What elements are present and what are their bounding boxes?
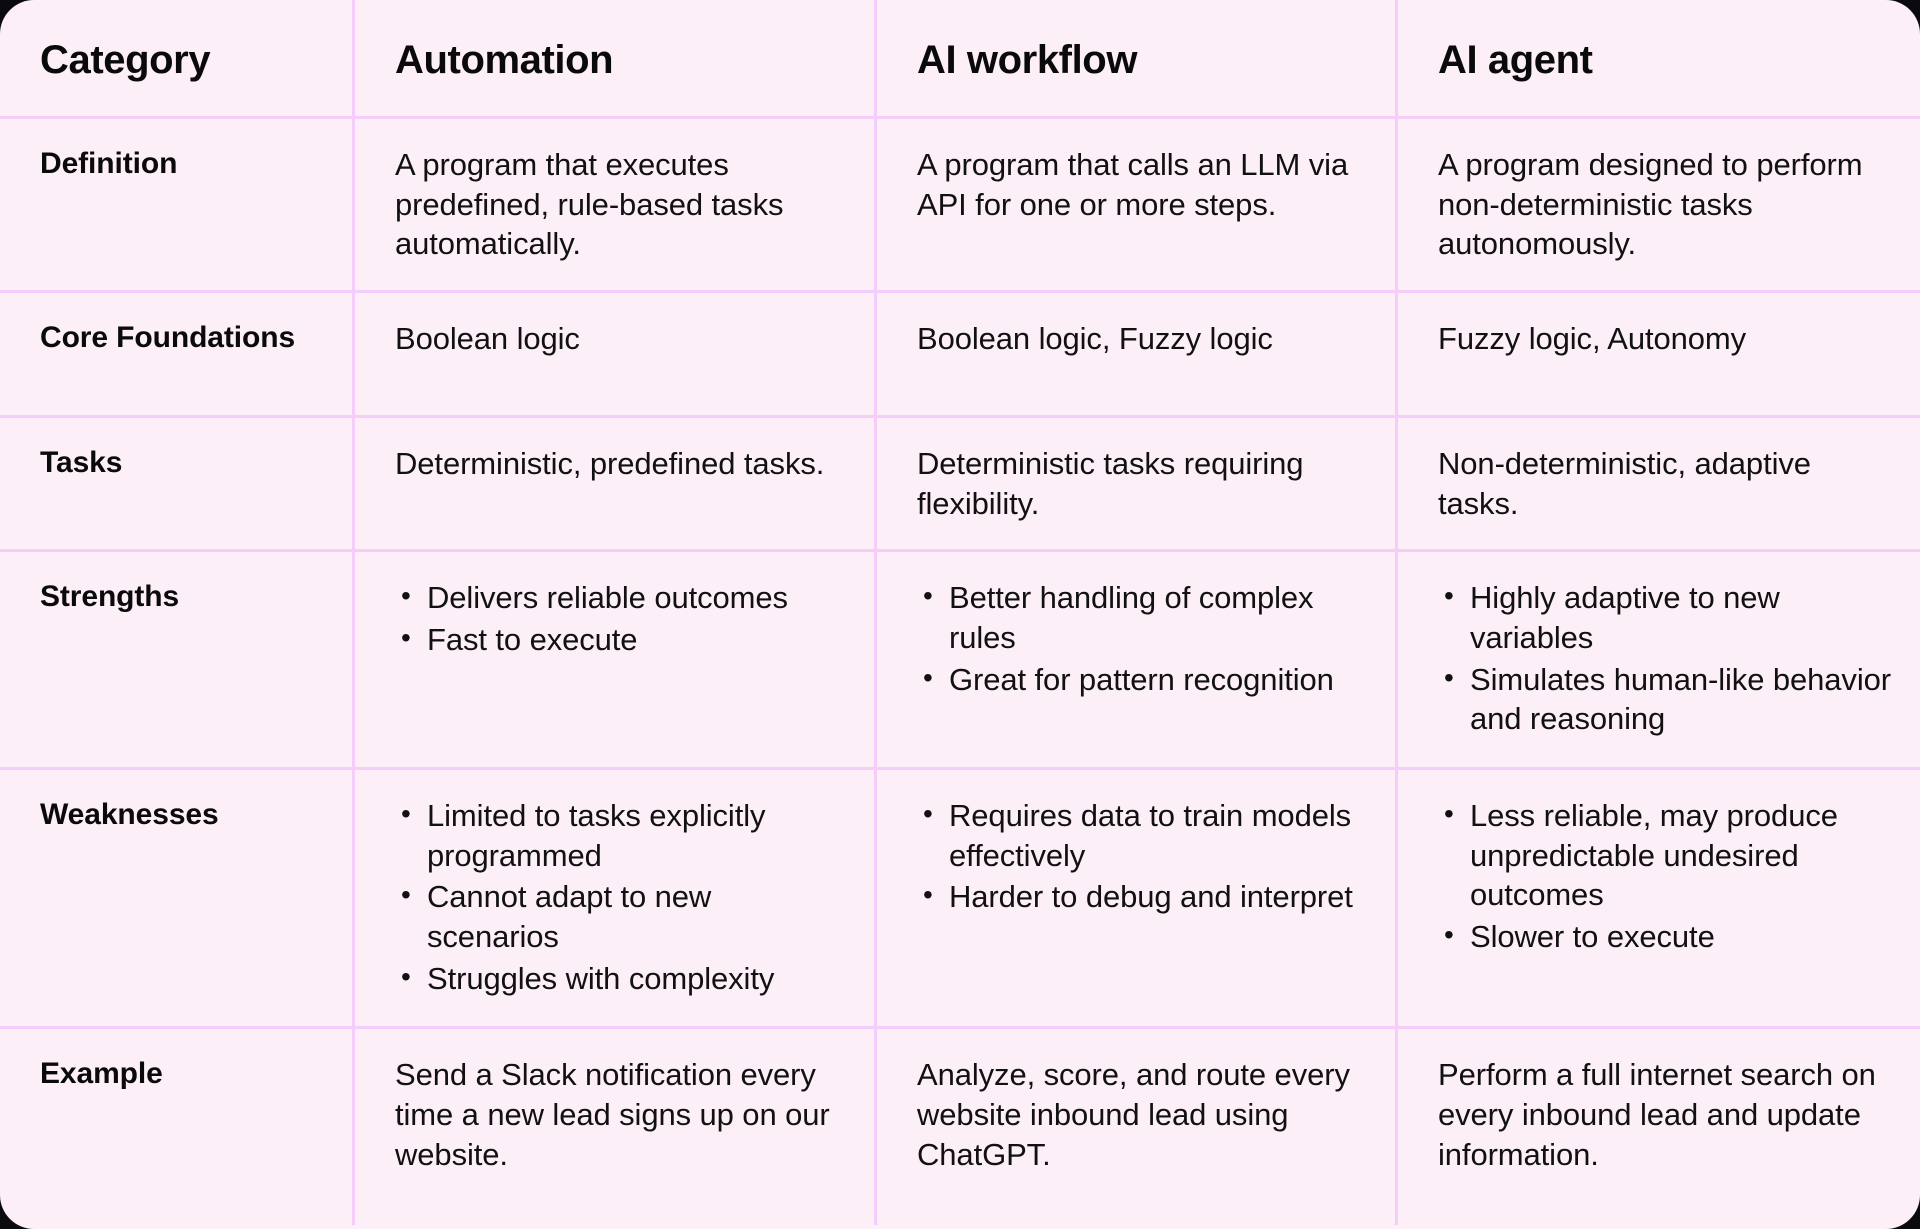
table-cell: Less reliable, may produce unpredictable…: [1398, 770, 1920, 1026]
row-label-cell: Tasks: [0, 418, 355, 550]
table-row: Definition A program that executes prede…: [0, 119, 1920, 294]
header-label: Category: [40, 38, 211, 82]
row-label-cell: Strengths: [0, 552, 355, 768]
cell-text: Boolean logic, Fuzzy logic: [917, 321, 1273, 357]
table-cell: Deterministic, predefined tasks.: [355, 418, 877, 550]
row-label-cell: Core Foundations: [0, 293, 355, 416]
table-cell: Highly adaptive to new variables Simulat…: [1398, 552, 1920, 767]
cell-text: Analyze, score, and route every website …: [917, 1057, 1350, 1172]
cell-text: A program that executes predefined, rule…: [395, 147, 784, 262]
bullet-list: Better handling of complex rulesGreat fo…: [917, 578, 1369, 701]
table-cell: Analyze, score, and route every website …: [877, 1029, 1398, 1226]
table-cell: Perform a full internet search on every …: [1398, 1029, 1920, 1225]
row-label: Weaknesses: [40, 798, 219, 832]
list-item: Highly adaptive to new variables: [1438, 578, 1894, 657]
row-label-cell: Weaknesses: [0, 770, 355, 1027]
cell-text: Perform a full internet search on every …: [1438, 1057, 1876, 1172]
list-item: Struggles with complexity: [395, 959, 848, 999]
list-item: Delivers reliable outcomes: [395, 578, 848, 618]
table-cell: Requires data to train models effectivel…: [877, 770, 1398, 1027]
table-row: Weaknesses Limited to tasks explicitly p…: [0, 770, 1920, 1030]
table-row: Tasks Deterministic, predefined tasks. D…: [0, 418, 1920, 553]
list-item: Slower to execute: [1438, 917, 1894, 957]
column-header-ai-agent: AI agent: [1398, 0, 1920, 116]
list-item: Great for pattern recognition: [917, 660, 1369, 700]
table-header-row: Category Automation AI workflow AI agent: [0, 0, 1920, 119]
table-cell: Limited to tasks explicitly programmedCa…: [355, 770, 877, 1027]
row-label: Example: [40, 1057, 163, 1091]
cell-text: A program that calls an LLM via API for …: [917, 147, 1349, 222]
table-cell: A program that calls an LLM via API for …: [877, 119, 1398, 291]
table-cell: Better handling of complex rulesGreat fo…: [877, 552, 1398, 768]
table-row: Core Foundations Boolean logic Boolean l…: [0, 293, 1920, 419]
cell-text: Boolean logic: [395, 321, 580, 357]
row-label: Definition: [40, 147, 178, 180]
header-label: AI agent: [1438, 38, 1593, 82]
bullet-list: Limited to tasks explicitly programmedCa…: [395, 796, 848, 1000]
bullet-list: Delivers reliable outcomesFast to execut…: [395, 578, 848, 661]
list-item: Fast to execute: [395, 620, 848, 660]
cell-text: Non-deterministic, adaptive tasks.: [1438, 446, 1811, 521]
list-item: Harder to debug and interpret: [917, 877, 1369, 917]
table-cell: A program that executes predefined, rule…: [355, 119, 877, 291]
table-cell: Boolean logic: [355, 293, 877, 416]
table-cell: Send a Slack notification every time a n…: [355, 1029, 877, 1226]
header-label: AI workflow: [917, 38, 1138, 82]
table-cell: Fuzzy logic, Autonomy: [1398, 293, 1920, 415]
column-header-automation: Automation: [355, 0, 877, 116]
table-cell: Deterministic tasks requiring flexibilit…: [877, 418, 1398, 550]
cell-text: Send a Slack notification every time a n…: [395, 1057, 830, 1172]
table-cell: Delivers reliable outcomesFast to execut…: [355, 552, 877, 768]
cell-text: Fuzzy logic, Autonomy: [1438, 321, 1747, 357]
list-item: Cannot adapt to new scenarios: [395, 877, 848, 956]
list-item: Limited to tasks explicitly programmed: [395, 796, 848, 875]
cell-text: Deterministic tasks requiring flexibilit…: [917, 446, 1304, 521]
table-row: Strengths Delivers reliable outcomesFast…: [0, 552, 1920, 771]
header-label: Automation: [395, 38, 614, 82]
row-label: Core Foundations: [40, 321, 296, 355]
cell-text: A program designed to perform non-determ…: [1438, 147, 1863, 262]
list-item: Simulates human-like behavior and reason…: [1438, 660, 1894, 739]
bullet-list: Less reliable, may produce unpredictable…: [1438, 796, 1894, 959]
row-label: Tasks: [40, 446, 123, 480]
row-label-cell: Definition: [0, 119, 355, 291]
table-cell: Non-deterministic, adaptive tasks.: [1398, 418, 1920, 549]
table-row: Example Send a Slack notification every …: [0, 1029, 1920, 1226]
row-label: Strengths: [40, 580, 180, 614]
bullet-list: Requires data to train models effectivel…: [917, 796, 1369, 919]
column-header-category: Category: [0, 0, 355, 116]
column-header-ai-workflow: AI workflow: [877, 0, 1398, 116]
bullet-list: Highly adaptive to new variables Simulat…: [1438, 578, 1894, 741]
cell-text: Deterministic, predefined tasks.: [395, 446, 825, 482]
row-label-cell: Example: [0, 1029, 355, 1226]
list-item: Requires data to train models effectivel…: [917, 796, 1369, 875]
list-item: Less reliable, may produce unpredictable…: [1438, 796, 1894, 915]
list-item: Better handling of complex rules: [917, 578, 1369, 657]
table-cell: Boolean logic, Fuzzy logic: [877, 293, 1398, 416]
table-cell: A program designed to perform non-determ…: [1398, 119, 1920, 290]
